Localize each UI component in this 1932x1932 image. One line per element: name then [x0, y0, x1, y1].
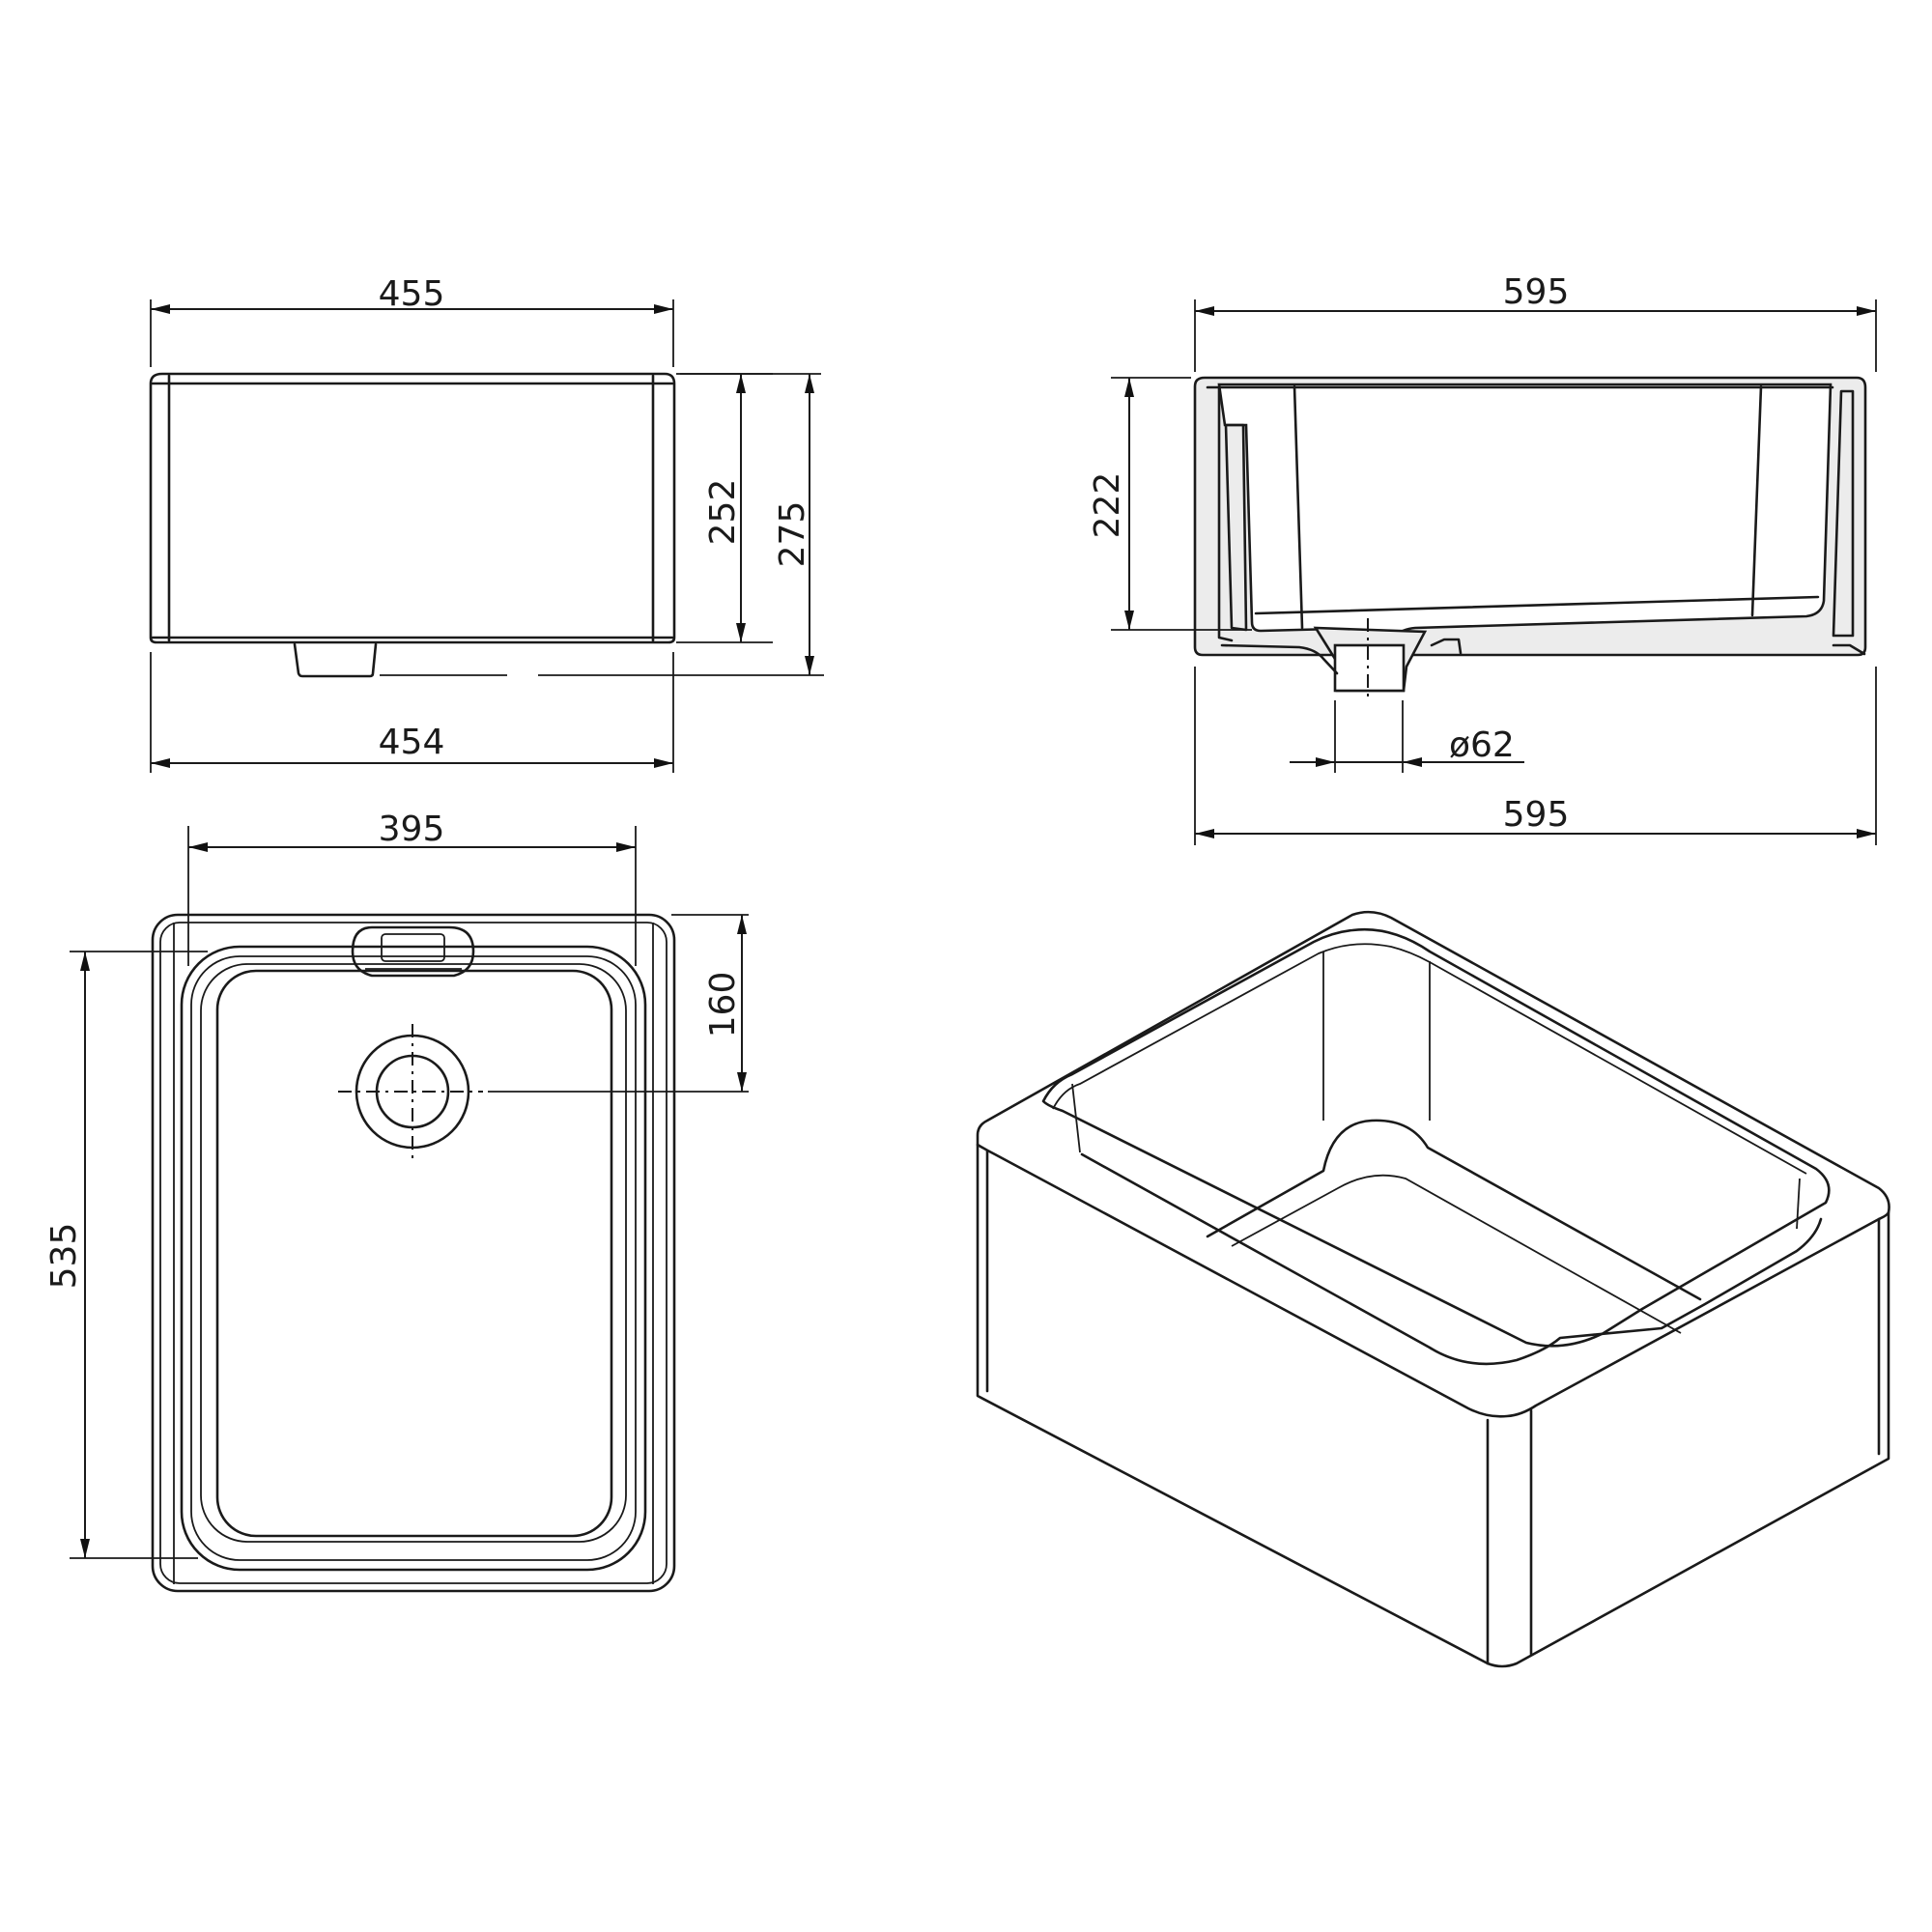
waste-spigot	[293, 642, 378, 678]
front-body-outline	[149, 372, 676, 644]
dim-section-top-length: 595	[1503, 272, 1570, 312]
plan-bowl-floor	[215, 969, 613, 1538]
dim-front-top-width: 455	[379, 274, 445, 314]
iso-outer-outline	[976, 910, 1890, 1668]
dim-front-body-height: 252	[703, 479, 743, 546]
dim-plan-waste-offset: 160	[703, 972, 743, 1038]
dim-plan-inner-width: 395	[379, 810, 445, 849]
dim-front-overall-height: 275	[773, 501, 812, 568]
overflow-slot	[351, 925, 475, 978]
dim-plan-inner-length: 535	[44, 1223, 84, 1290]
plan-outer-rim	[151, 913, 676, 1593]
dim-front-bottom-width: 454	[379, 723, 445, 762]
dim-section-inner-depth: 222	[1088, 472, 1127, 539]
plan-view: 395 160 535	[44, 810, 749, 1593]
iso-inner-rim	[1041, 927, 1831, 1348]
dim-section-bottom-length: 595	[1503, 795, 1570, 835]
side-section-view: 595 222 ø62 595	[1088, 272, 1877, 845]
plan-bowl-outline	[180, 945, 647, 1572]
front-elevation-view: 455 252 275 454	[149, 274, 824, 773]
dim-waste-diameter: ø62	[1449, 725, 1515, 765]
isometric-view	[976, 910, 1890, 1668]
